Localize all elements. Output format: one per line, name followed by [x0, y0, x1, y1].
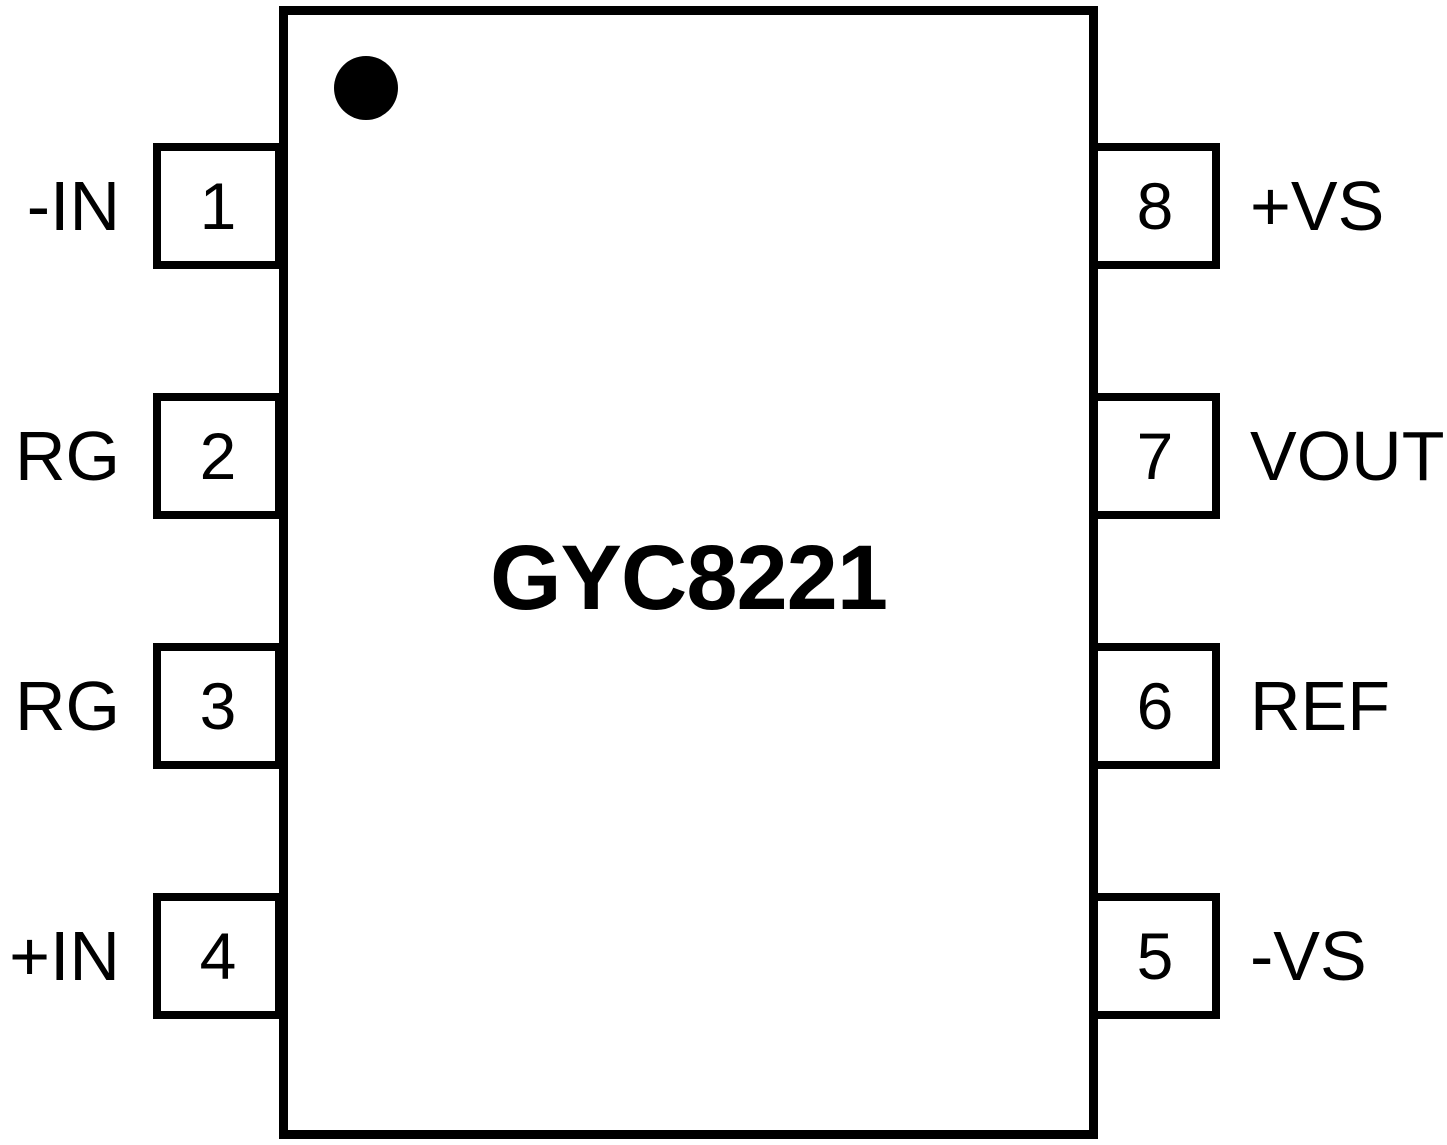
pin-4-number: 4 — [199, 919, 237, 993]
pin-5-label: -VS — [1250, 917, 1367, 995]
pin-1-number: 1 — [199, 169, 237, 243]
pin-7-box: 7 — [1090, 393, 1220, 519]
pin-2-label: RG — [15, 417, 120, 495]
pin1-indicator-dot-icon — [334, 56, 398, 120]
pin-2-number: 2 — [199, 419, 237, 493]
pin-7-number: 7 — [1136, 419, 1174, 493]
pin-8-label: +VS — [1250, 167, 1385, 245]
pin-5-box: 5 — [1090, 893, 1220, 1019]
pin-1-label: -IN — [26, 167, 120, 245]
pin-2-box: 2 — [153, 393, 283, 519]
pin-6-number: 6 — [1136, 669, 1174, 743]
pin-6-box: 6 — [1090, 643, 1220, 769]
pin-4-label: +IN — [9, 917, 120, 995]
pin-8-number: 8 — [1136, 169, 1174, 243]
pin-3-number: 3 — [199, 669, 237, 743]
pin-1-box: 1 — [153, 143, 283, 269]
pin-6-label: REF — [1250, 667, 1390, 745]
pin-8-box: 8 — [1090, 143, 1220, 269]
pin-4-box: 4 — [153, 893, 283, 1019]
chip-body — [279, 6, 1098, 1139]
pin-7-label: VOUT — [1250, 417, 1445, 495]
chip-part-number: GYC8221 — [489, 527, 888, 629]
pin-3-label: RG — [15, 667, 120, 745]
pin-3-box: 3 — [153, 643, 283, 769]
pin-5-number: 5 — [1136, 919, 1174, 993]
